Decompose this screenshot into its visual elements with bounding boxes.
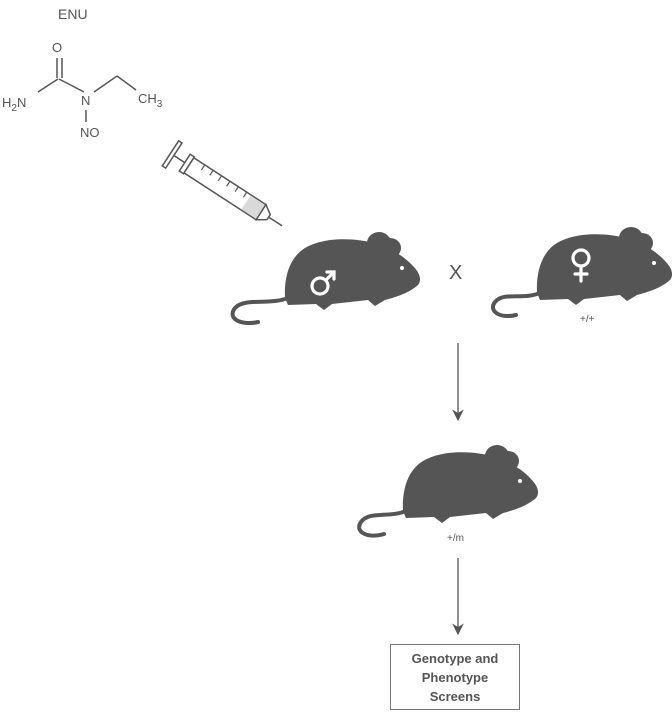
screens-box: Genotype and Phenotype Screens: [390, 644, 520, 710]
female-symbol-icon: [571, 248, 591, 283]
female-genotype: +/+: [580, 314, 595, 325]
oxygen-atom: O: [52, 40, 62, 55]
male-symbol-icon: [310, 270, 336, 296]
amine-group: H2N: [2, 95, 26, 114]
ethyl-bond-1: [93, 75, 118, 93]
ethyl-bond-2: [116, 75, 137, 91]
amine-h: H: [2, 95, 11, 110]
methyl-subscript: 3: [157, 99, 163, 110]
offspring-genotype: +/m: [447, 533, 464, 544]
screens-label: Genotype and Phenotype Screens: [400, 649, 510, 706]
enu-title: ENU: [58, 6, 88, 22]
screens-line-1: Genotype and: [411, 650, 499, 666]
methyl-ch: CH: [138, 91, 157, 106]
screens-line-3: Screens: [429, 688, 481, 704]
enu-structure: ENU O N H2N CH3 NO: [2, 6, 163, 140]
nitroso-group: NO: [80, 125, 100, 140]
amine-n: N: [17, 95, 26, 110]
cross-symbol: X: [449, 262, 462, 284]
carbon-nitrogen-bond: [58, 78, 85, 93]
male-mouse: [230, 232, 421, 325]
syringe-icon: [161, 139, 283, 227]
carbon-amine-bond: [37, 78, 59, 93]
amine-subscript: 2: [11, 103, 17, 114]
offspring-mouse: [357, 445, 539, 538]
nitrogen-atom: N: [81, 93, 90, 108]
methyl-group: CH3: [138, 91, 163, 110]
screens-line-2: Phenotype: [421, 669, 489, 685]
female-mouse: [491, 227, 672, 318]
